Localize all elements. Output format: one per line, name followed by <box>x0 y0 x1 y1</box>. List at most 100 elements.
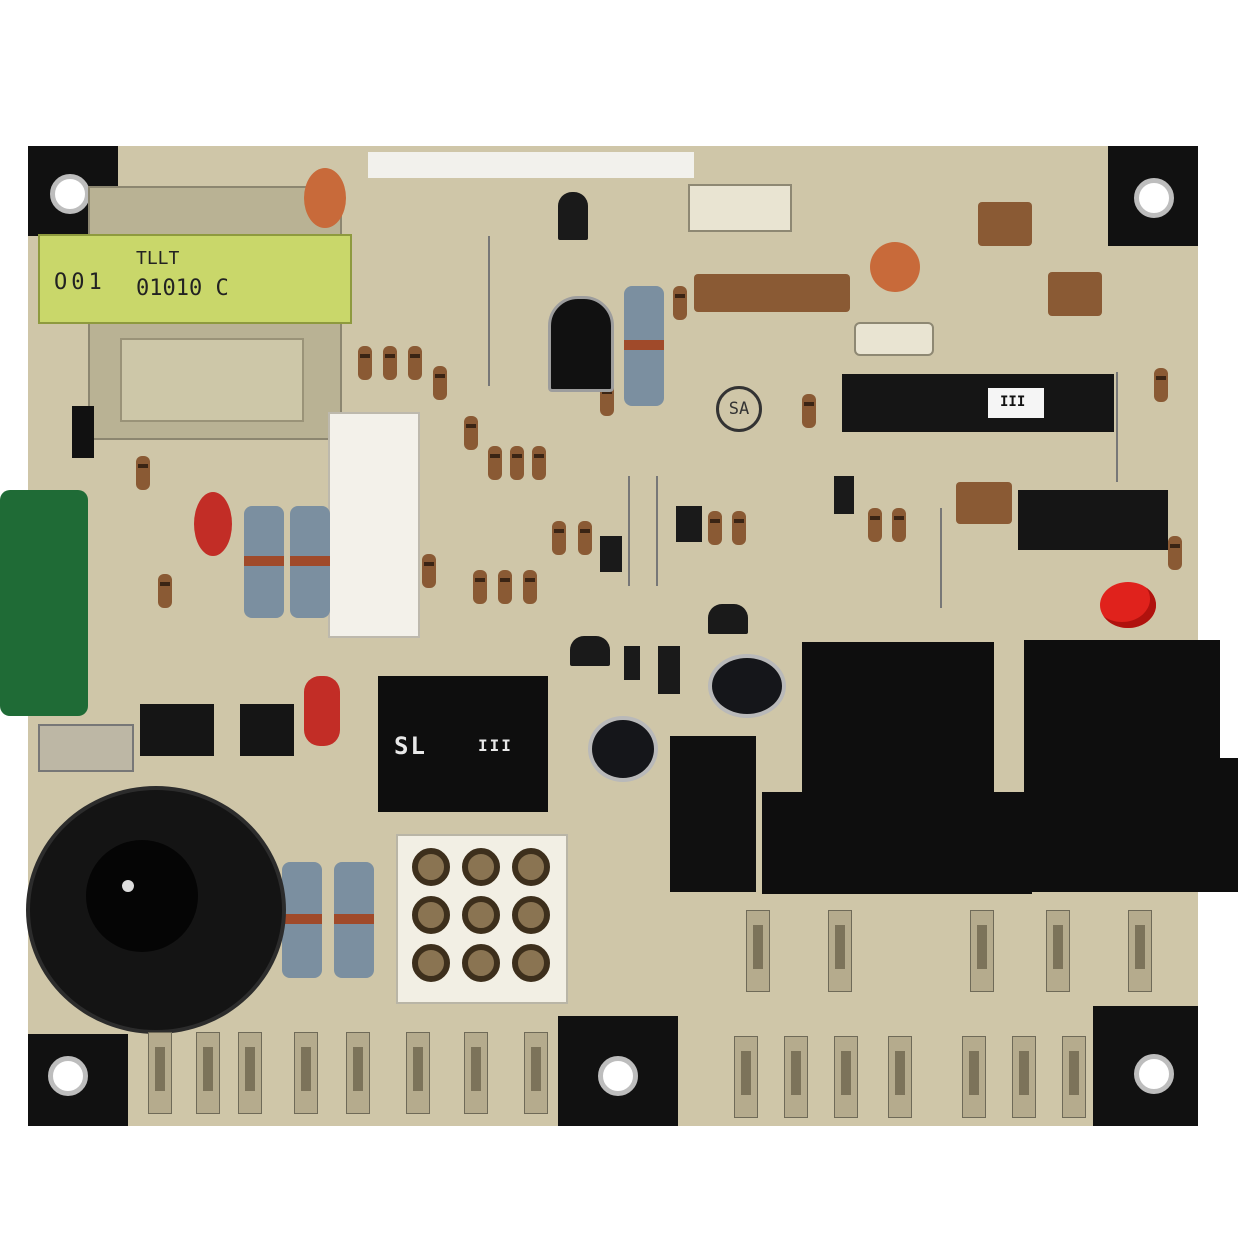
resistor <box>802 394 816 428</box>
resistor-array <box>978 202 1032 246</box>
mounting-hole-icon <box>598 1056 638 1096</box>
connector-pin <box>412 848 450 886</box>
diode-bank <box>240 704 294 756</box>
transistor <box>658 646 680 694</box>
transistor <box>570 636 610 666</box>
buzzer-icon <box>26 786 286 1034</box>
spade-terminal <box>962 1036 986 1118</box>
transformer-code-main: 01010 C <box>136 276 229 301</box>
spade-terminal <box>406 1032 430 1114</box>
spade-terminal <box>148 1032 172 1114</box>
resistor <box>1168 536 1182 570</box>
resistor <box>1154 368 1168 402</box>
resistor <box>408 346 422 380</box>
pin-header <box>688 184 792 232</box>
connector-pin <box>412 896 450 934</box>
mounting-hole-icon <box>1134 1054 1174 1094</box>
resistor <box>498 570 512 604</box>
buzzer-center <box>86 840 198 952</box>
transistor <box>708 604 748 634</box>
resistor <box>464 416 478 450</box>
electrolytic-capacitor <box>708 654 786 718</box>
resistor <box>532 446 546 480</box>
led-icon <box>1100 582 1156 628</box>
metal-tab-component <box>38 724 134 772</box>
black-component <box>670 736 756 892</box>
power-transistor <box>548 296 614 392</box>
resistor <box>708 511 722 545</box>
certification-mark: SA <box>716 386 762 432</box>
transformer-core <box>120 338 304 422</box>
power-resistor <box>282 862 322 978</box>
resistor <box>868 508 882 542</box>
spade-terminal <box>1046 910 1070 992</box>
ceramic-capacitor <box>870 242 920 292</box>
label-sticker <box>368 152 694 178</box>
resistor <box>523 570 537 604</box>
resistor <box>510 446 524 480</box>
resistor-array <box>694 274 850 312</box>
spade-terminal <box>196 1032 220 1114</box>
resistor <box>578 521 592 555</box>
spade-terminal <box>524 1032 548 1114</box>
spade-terminal <box>834 1036 858 1118</box>
resistor <box>433 366 447 400</box>
chip-label-text: III <box>1000 394 1026 410</box>
spade-terminal <box>1128 910 1152 992</box>
mounting-hole-icon <box>50 174 90 214</box>
component-lead <box>940 508 942 608</box>
spade-terminal <box>784 1036 808 1118</box>
power-resistor <box>624 286 664 406</box>
transformer-label: O01 TLLT 01010 C <box>38 234 352 324</box>
component-lead <box>656 476 658 586</box>
resistor-array <box>1048 272 1102 316</box>
spade-terminal <box>1062 1036 1086 1118</box>
resistor <box>422 554 436 588</box>
white-component-block <box>328 412 420 638</box>
spade-terminal <box>238 1032 262 1114</box>
spade-terminal <box>346 1032 370 1114</box>
transistor <box>834 476 854 514</box>
spade-terminal <box>464 1032 488 1114</box>
spade-terminal <box>746 910 770 992</box>
small-relay-text: SL <box>394 732 427 760</box>
resistor <box>673 286 687 320</box>
connector-pin <box>512 848 550 886</box>
spade-terminal <box>888 1036 912 1118</box>
connector-pin <box>462 848 500 886</box>
connector-pin <box>512 944 550 982</box>
diode-bank <box>140 704 214 756</box>
mounting-hole-icon <box>48 1056 88 1096</box>
ic-chip <box>1018 490 1168 550</box>
component-lead <box>488 236 490 386</box>
resistor <box>358 346 372 380</box>
transistor <box>558 192 588 240</box>
ceramic-capacitor <box>304 168 346 228</box>
buzzer-hole <box>122 880 134 892</box>
chip-label-window: III <box>988 388 1044 418</box>
resistor <box>136 456 150 490</box>
electrolytic-capacitor <box>588 716 658 782</box>
wire-connector <box>396 834 568 1004</box>
spade-terminal <box>1012 1036 1036 1118</box>
connector-pin <box>462 896 500 934</box>
resistor <box>552 521 566 555</box>
mounting-hole-icon <box>1134 178 1174 218</box>
transformer-code-top: TLLT <box>136 248 180 269</box>
transistor <box>624 646 640 680</box>
small-relay: SL III <box>378 676 548 812</box>
small-relay-text-2: III <box>478 736 513 755</box>
power-resistor <box>290 506 330 618</box>
spade-terminal <box>828 910 852 992</box>
transistor <box>600 536 622 572</box>
certification-mark-text: SA <box>728 399 750 419</box>
resistor <box>473 570 487 604</box>
microcontroller-chip: III <box>842 374 1114 432</box>
connector-pin <box>462 944 500 982</box>
spade-terminal <box>294 1032 318 1114</box>
pin-header <box>854 322 934 356</box>
spade-terminal <box>970 910 994 992</box>
relay-right-base <box>1032 758 1238 892</box>
resistor <box>488 446 502 480</box>
transformer-code-left: O01 <box>54 270 106 295</box>
